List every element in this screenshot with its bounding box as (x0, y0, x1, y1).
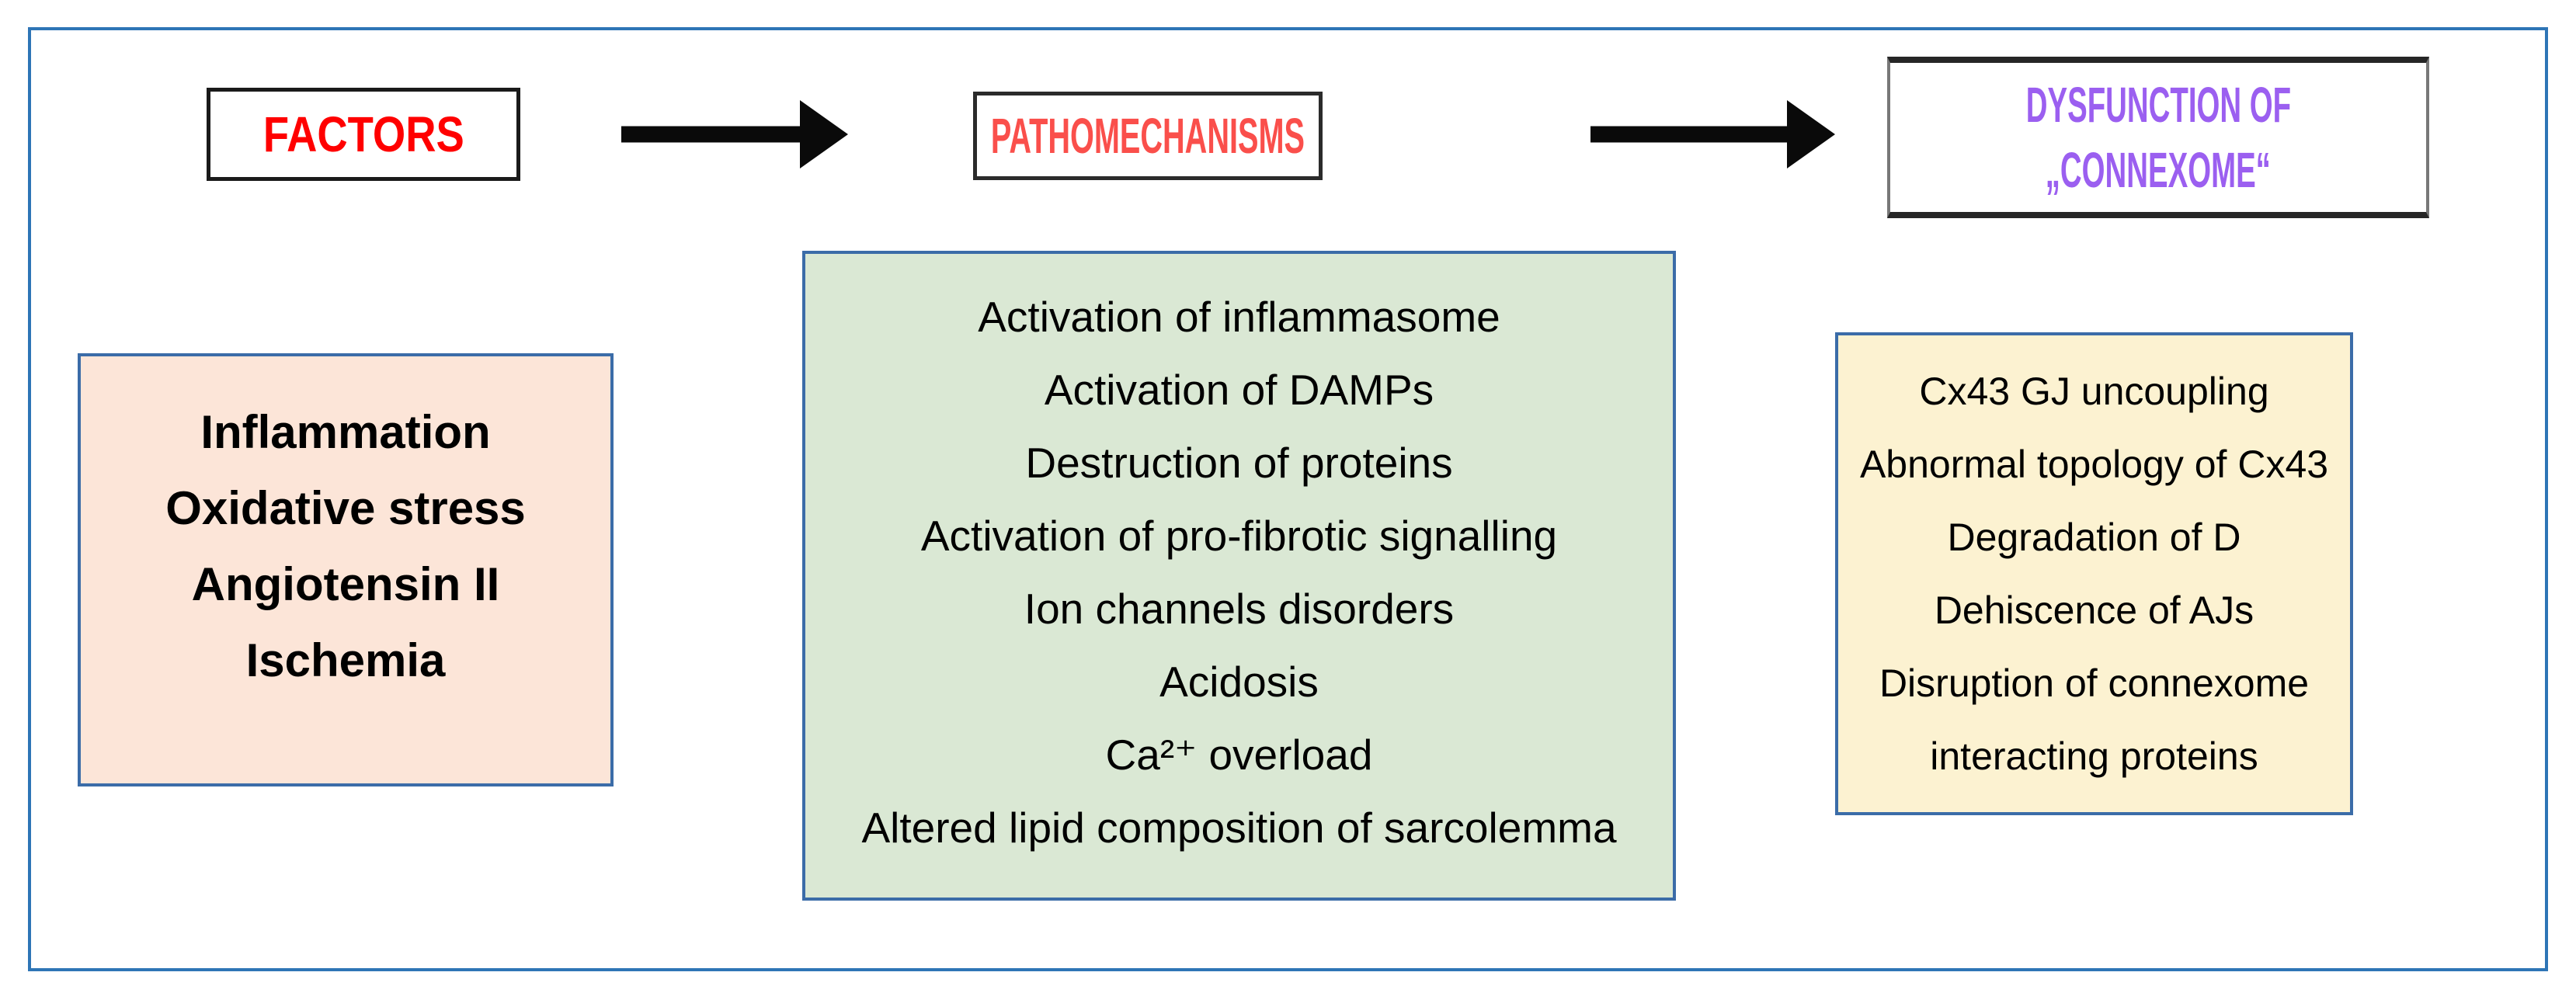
stage-box-pathomechanisms: PATHOMECHANISMS (973, 92, 1323, 180)
list-item: Ca²⁺ overload (1105, 730, 1373, 779)
stage-label-pathomechanisms: PATHOMECHANISMS (990, 108, 1305, 164)
pathomechanisms-list-box: Activation of inflammasome Activation of… (802, 251, 1676, 901)
list-item: Cx43 GJ uncoupling (1919, 370, 2269, 413)
arrow-head-icon (800, 100, 848, 168)
stage-label-dysfunction-line2: „CONNEXOME“ (2045, 142, 2272, 198)
arrow-shaft (1590, 126, 1790, 143)
list-item: Activation of inflammasome (978, 292, 1500, 341)
list-item: Abnormal topology of Cx43 (1859, 443, 2329, 486)
list-item: Destruction of proteins (1025, 438, 1453, 487)
list-item: Oxidative stress (165, 482, 526, 534)
stage-label-factors: FACTORS (262, 106, 464, 162)
arrow-shaft (621, 126, 803, 143)
stage-box-factors: FACTORS (207, 88, 520, 181)
stage-box-dysfunction: DYSFUNCTION OF „CONNEXOME“ (1887, 57, 2429, 218)
dysfunction-list-box: Cx43 GJ uncoupling Abnormal topology of … (1835, 332, 2353, 815)
list-item: Activation of DAMPs (1044, 365, 1434, 414)
list-item: Acidosis (1159, 657, 1319, 706)
arrow-head-icon (1787, 100, 1835, 168)
list-item: Dehiscence of AJs (1934, 589, 2254, 632)
stage-label-dysfunction-line1: DYSFUNCTION OF (2025, 77, 2291, 133)
list-item: Degradation of D (1947, 516, 2241, 559)
list-item: Activation of pro-fibrotic signalling (920, 511, 1558, 560)
list-item: Angiotensin II (191, 558, 500, 610)
arrow-pathomechanisms-to-dysfunction (1590, 99, 1835, 169)
list-item: Inflammation (200, 406, 491, 458)
list-item: Ion channels disorders (1024, 584, 1455, 633)
arrow-factors-to-pathomechanisms (621, 99, 848, 169)
list-item: Ischemia (245, 634, 446, 686)
list-item: Disruption of connexome interacting prot… (1879, 661, 2310, 778)
factors-list-box: Inflammation Oxidative stress Angiotensi… (78, 353, 614, 786)
list-item: Altered lipid composition of sarcolemma (861, 803, 1617, 852)
